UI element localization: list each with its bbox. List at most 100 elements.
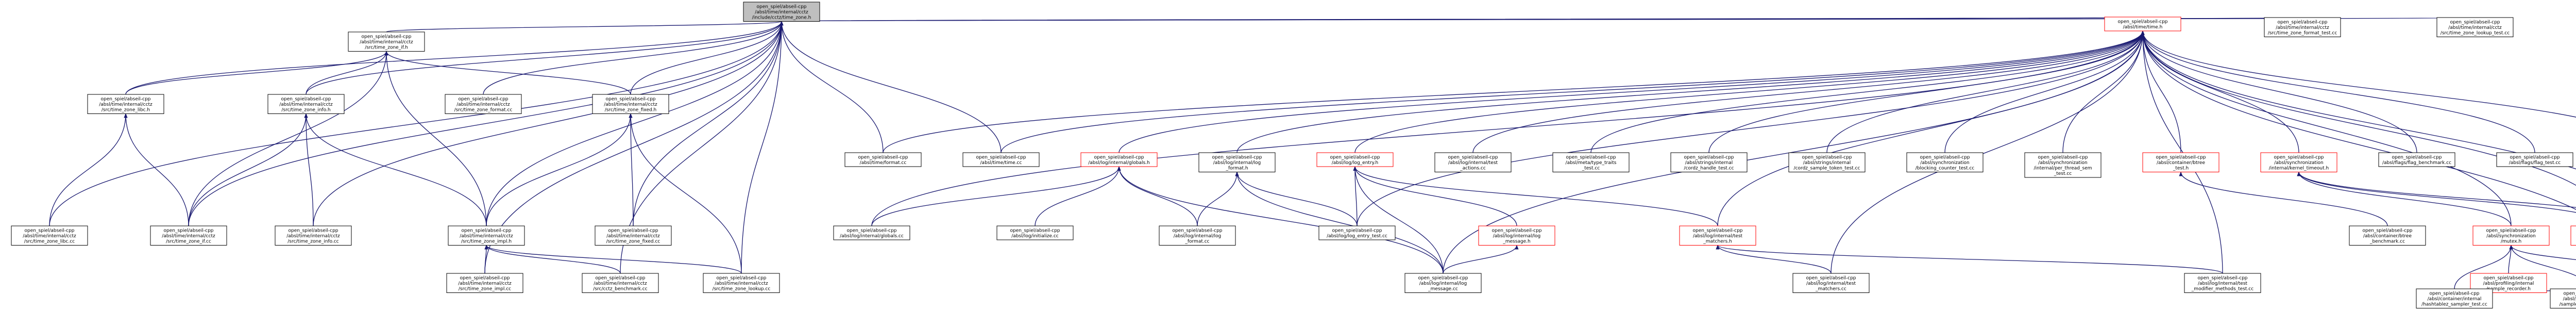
- node-test_matchers_h[interactable]: open_spiel/abseil-cpp/absl/log/internal/…: [1679, 225, 1756, 246]
- node-log_format_cc[interactable]: open_spiel/abseil-cpp/absl/log/internal/…: [1159, 225, 1236, 246]
- edge-mutex_test-to-time_h: [2141, 30, 2576, 210]
- node-fmt_test[interactable]: open_spiel/abseil-cpp/absl/time/internal…: [2264, 17, 2341, 37]
- node-lookup_cc[interactable]: open_spiel/abseil-cpp/absl/time/internal…: [703, 273, 780, 293]
- node-label-line: /absl/log/internal/globals.cc: [840, 234, 904, 239]
- node-log_message_cc[interactable]: open_spiel/abseil-cpp/absl/log/internal/…: [1404, 273, 1482, 293]
- node-cord_handle[interactable]: open_spiel/abseil-cpp/absl/strings/inter…: [1670, 152, 1748, 172]
- edge-globals_h-to-time_h: [1118, 30, 2145, 153]
- node-futex_h[interactable]: open_spiel/abseil-cpp/absl/synchronizati…: [2570, 225, 2576, 246]
- node-label-line: open_spiel/abseil-cpp: [756, 5, 806, 10]
- node-box: [1788, 152, 1866, 172]
- node-hashtablez[interactable]: open_spiel/abseil-cpp/absl/container/int…: [2416, 288, 2493, 308]
- node-impl_cc[interactable]: open_spiel/abseil-cpp/absl/time/internal…: [446, 273, 523, 293]
- node-box: [1552, 152, 1630, 172]
- edge-if_h-to-root: [386, 21, 784, 32]
- node-globals_cc[interactable]: open_spiel/abseil-cpp/absl/log/internal/…: [833, 225, 910, 240]
- node-label-line: /absl/time/internal/cctz: [2448, 25, 2502, 30]
- node-label-line: /absl/profiling/internal: [2563, 297, 2576, 302]
- node-box: [150, 225, 227, 246]
- node-flag_bench[interactable]: open_spiel/abseil-cpp/absl/flags/flag_be…: [2378, 152, 2455, 167]
- node-fixed_cc[interactable]: open_spiel/abseil-cpp/absl/time/internal…: [595, 225, 672, 246]
- node-test_actions[interactable]: open_spiel/abseil-cpp/absl/log/internal/…: [1434, 152, 1512, 172]
- edge-impl_h-to-root: [486, 21, 784, 226]
- node-label-line: /absl/log/internal/test: [1806, 281, 1856, 286]
- edge-mod_methods-to-time_h: [2141, 30, 2223, 274]
- node-impl_h[interactable]: open_spiel/abseil-cpp/absl/time/internal…: [448, 225, 525, 246]
- node-label-line: /absl/log/initialize.cc: [1011, 234, 1059, 239]
- edge-log_entry_test-to-log_format_h: [1235, 171, 1358, 226]
- node-if_h[interactable]: open_spiel/abseil-cpp/absl/time/internal…: [348, 31, 425, 52]
- node-info_cc[interactable]: open_spiel/abseil-cpp/absl/time/internal…: [275, 225, 352, 246]
- node-label-line: /absl/time/internal/cctz: [456, 102, 510, 107]
- node-label-line: /src/time_zone_if.h: [365, 45, 408, 51]
- node-log_entry_test[interactable]: open_spiel/abseil-cpp/absl/log/log_entry…: [1318, 225, 1396, 240]
- edge-lookup_cc-to-fixed_h: [629, 113, 742, 274]
- node-label-line: /src/time_zone_info.h: [281, 108, 330, 113]
- node-time_h[interactable]: open_spiel/abseil-cpp/absl/time/time.h: [2104, 17, 2181, 31]
- node-label-line: _modifier_methods_test.cc: [2191, 287, 2253, 292]
- node-fixed_h[interactable]: open_spiel/abseil-cpp/absl/time/internal…: [592, 94, 669, 114]
- node-label-line: /absl/log/internal/test: [1693, 234, 1743, 239]
- node-label-line: /src/time_zone_if.cc: [166, 239, 211, 244]
- node-label-line: open_spiel/abseil-cpp: [1330, 155, 1380, 160]
- node-box: [844, 152, 922, 167]
- edge-log_format_h-to-time_h: [1236, 30, 2145, 153]
- node-box: [445, 94, 522, 114]
- node-per_thread[interactable]: open_spiel/abseil-cpp/absl/synchronizati…: [2024, 152, 2102, 178]
- node-cord_sample[interactable]: open_spiel/abseil-cpp/absl/strings/inter…: [1788, 152, 1866, 172]
- node-btree_test[interactable]: open_spiel/abseil-cpp/absl/container/btr…: [2142, 152, 2219, 172]
- node-libc_h[interactable]: open_spiel/abseil-cpp/absl/time/internal…: [87, 94, 164, 114]
- node-label-line: open_spiel/abseil-cpp: [1692, 229, 1742, 234]
- node-label-line: _message.cc: [1428, 287, 1458, 292]
- node-test_matchers_cc[interactable]: open_spiel/abseil-cpp/absl/log/internal/…: [1792, 273, 1870, 293]
- edge-futex_h-to-time_h: [2141, 30, 2576, 186]
- node-log_format_h[interactable]: open_spiel/abseil-cpp/absl/log/internal/…: [1198, 152, 1276, 172]
- node-label-line: /absl/synchronization: [2038, 160, 2088, 166]
- edge-info_cc-to-info_h: [304, 113, 314, 226]
- node-label-line: /absl/flags/flag_test.cc: [2509, 160, 2561, 166]
- node-blocking[interactable]: open_spiel/abseil-cpp/absl/synchronizati…: [1906, 152, 1984, 172]
- edge-test_matchers_h-to-log_entry_h: [1353, 166, 1718, 226]
- node-label-line: open_spiel/abseil-cpp: [2563, 291, 2576, 297]
- node-log_message_h[interactable]: open_spiel/abseil-cpp/absl/log/internal/…: [1478, 225, 1555, 246]
- edge-time_cc-to-root: [779, 21, 1002, 153]
- edge-log_entry_test-to-log_entry_h: [1353, 166, 1358, 226]
- node-box: [2550, 288, 2576, 308]
- edge-info_cc-to-root: [313, 21, 784, 226]
- edge-format_cc-to-root: [779, 21, 884, 153]
- node-label-line: open_spiel/abseil-cpp: [1418, 276, 1468, 281]
- node-info_h[interactable]: open_spiel/abseil-cpp/absl/time/internal…: [267, 94, 345, 114]
- node-if_cc[interactable]: open_spiel/abseil-cpp/absl/time/internal…: [150, 225, 227, 246]
- node-time_cc[interactable]: open_spiel/abseil-cpp/absl/time/time.cc: [962, 152, 1040, 167]
- node-label-line: open_spiel/abseil-cpp: [1492, 229, 1541, 234]
- node-lookup_test[interactable]: open_spiel/abseil-cpp/absl/time/internal…: [2436, 17, 2514, 37]
- node-label-line: open_spiel/abseil-cpp: [2117, 20, 2167, 25]
- edge-mutex_h-to-kernel_timeout: [2297, 171, 2512, 226]
- node-flag_test[interactable]: open_spiel/abseil-cpp/absl/flags/flag_te…: [2496, 152, 2573, 167]
- node-kernel_timeout[interactable]: open_spiel/abseil-cpp/absl/synchronizati…: [2260, 152, 2337, 172]
- node-type_traits[interactable]: open_spiel/abseil-cpp/absl/meta/type_tra…: [1552, 152, 1630, 172]
- node-cctz_bench[interactable]: open_spiel/abseil-cpp/absl/time/internal…: [582, 273, 659, 293]
- node-label-line: /absl/strings/internal: [1803, 160, 1851, 166]
- node-label-line: open_spiel/abseil-cpp: [163, 229, 213, 234]
- node-fmt_cc[interactable]: open_spiel/abseil-cpp/absl/time/internal…: [445, 94, 522, 114]
- node-globals_h[interactable]: open_spiel/abseil-cpp/absl/log/internal/…: [1080, 152, 1158, 167]
- node-label-line: /absl/time/internal/cctz: [162, 234, 215, 239]
- node-btree_bench[interactable]: open_spiel/abseil-cpp/absl/container/btr…: [2349, 225, 2426, 246]
- node-label-line: /absl/container/btree: [2157, 160, 2205, 166]
- node-label-line: /src/time_zone_fixed.h: [605, 108, 657, 113]
- edge-log_message_cc-to-log_format_h: [1235, 171, 1444, 274]
- node-format_cc[interactable]: open_spiel/abseil-cpp/absl/time/format.c…: [844, 152, 922, 167]
- node-sample_rec_test[interactable]: open_spiel/abseil-cpp/absl/profiling/int…: [2550, 288, 2576, 308]
- node-label-line: open_spiel/abseil-cpp: [1684, 155, 1734, 160]
- node-label-line: open_spiel/abseil-cpp: [1010, 229, 1060, 234]
- node-init_cc[interactable]: open_spiel/abseil-cpp/absl/log/initializ…: [996, 225, 1074, 240]
- node-mod_methods[interactable]: open_spiel/abseil-cpp/absl/log/internal/…: [2184, 273, 2261, 293]
- edge-log_format_cc-to-log_format_h: [1197, 171, 1239, 226]
- node-mutex_h[interactable]: open_spiel/abseil-cpp/absl/synchronizati…: [2472, 225, 2550, 246]
- node-log_entry_h[interactable]: open_spiel/abseil-cpp/absl/log/log_entry…: [1316, 152, 1394, 167]
- node-libc_cc[interactable]: open_spiel/abseil-cpp/absl/time/internal…: [11, 225, 88, 246]
- node-root[interactable]: open_spiel/abseil-cpp/absl/time/internal…: [743, 2, 820, 22]
- node-box: [275, 225, 352, 246]
- node-label-line: /blocking_counter_test.cc: [1916, 166, 1975, 171]
